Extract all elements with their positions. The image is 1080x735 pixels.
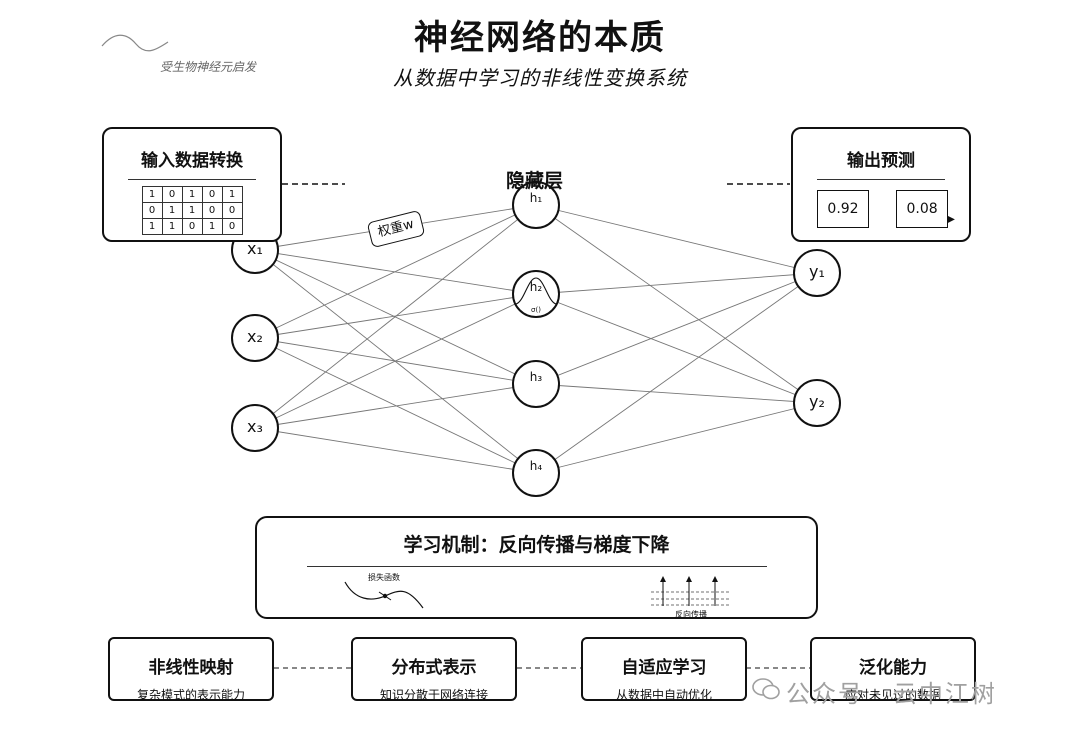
input-hidden-connection bbox=[254, 204, 537, 429]
hidden-output-connection bbox=[535, 293, 818, 404]
input-neuron bbox=[231, 314, 279, 362]
hidden-neuron bbox=[512, 181, 560, 229]
learning-mechanism-box: 学习机制：反向传播与梯度下降 损失函数 反向传播 bbox=[255, 516, 818, 619]
prediction-value-2: 0.08 bbox=[896, 190, 949, 228]
input-hidden-connection bbox=[254, 249, 537, 474]
output-prediction-title: 输出预测 bbox=[847, 151, 915, 171]
hidden-layer-label: 隐藏层 bbox=[506, 170, 564, 192]
hidden-output-connection bbox=[535, 204, 818, 274]
input-neuron bbox=[231, 404, 279, 452]
backprop-arrows-icon bbox=[651, 576, 729, 606]
loss-function-label: 损失函数 bbox=[368, 573, 400, 582]
feature-desc: 知识分散于网络连接 bbox=[379, 688, 488, 702]
hidden-output-connection bbox=[535, 402, 818, 474]
input-hidden-connection bbox=[254, 337, 537, 474]
prediction-value-1: 0.92 bbox=[817, 190, 869, 228]
input-hidden-connection bbox=[254, 427, 537, 474]
feature-desc: 从数据中自动优化 bbox=[615, 688, 712, 702]
output-prediction-box: 输出预测 0.92 0.08 ▶ bbox=[791, 127, 971, 242]
feature-title: 自适应学习 bbox=[621, 658, 707, 678]
hidden-neuron bbox=[512, 449, 560, 497]
hidden-neuron bbox=[512, 270, 560, 318]
bio-inspiration-note: 受生物神经元启发 bbox=[160, 60, 257, 74]
input-hidden-connection bbox=[254, 249, 537, 295]
hidden-output-connection bbox=[535, 272, 818, 295]
output-neuron bbox=[793, 379, 841, 427]
activation-curve bbox=[515, 277, 557, 305]
output-neuron bbox=[793, 249, 841, 297]
activation-label: σ() bbox=[531, 306, 541, 314]
feature-desc: 应对未见过的数据 bbox=[844, 688, 941, 702]
feature-title: 分布式表示 bbox=[391, 658, 477, 678]
feature-desc: 复杂模式的表示能力 bbox=[136, 688, 245, 702]
hidden-output-connection bbox=[535, 383, 818, 404]
hidden-neuron-label: h₃ bbox=[529, 370, 543, 384]
feature-title: 非线性映射 bbox=[148, 658, 234, 678]
feature-generalization: 泛化能力 应对未见过的数据 bbox=[810, 637, 976, 702]
neurons bbox=[231, 181, 841, 497]
watermark: 公众号 · 云中江树 bbox=[786, 680, 997, 708]
page-subtitle: 从数据中学习的非线性变换系统 bbox=[393, 66, 687, 90]
loss-curve-icon bbox=[344, 581, 424, 609]
output-neuron-label: y₂ bbox=[809, 392, 825, 411]
hidden-neuron-label: h₁ bbox=[529, 191, 543, 205]
feature-adaptive-learning: 自适应学习 从数据中自动优化 bbox=[581, 637, 747, 702]
hidden-neuron bbox=[512, 360, 560, 408]
input-hidden-connection bbox=[254, 293, 537, 429]
arrow-icon: ▶ bbox=[947, 214, 955, 225]
feature-title: 泛化能力 bbox=[859, 658, 927, 678]
input-hidden-connection bbox=[254, 383, 537, 429]
input-hidden-connection bbox=[254, 204, 537, 339]
matrix-cell: 0 bbox=[221, 218, 243, 235]
output-neuron-label: y₁ bbox=[809, 262, 825, 281]
hidden-neuron-label: h₄ bbox=[529, 459, 543, 473]
input-neuron-label: x₂ bbox=[247, 327, 263, 346]
learning-mechanism-title: 学习机制：反向传播与梯度下降 bbox=[403, 534, 670, 556]
neuron-wave-icon bbox=[101, 34, 169, 52]
wechat-icon bbox=[752, 678, 780, 704]
page-title: 神经网络的本质 bbox=[414, 18, 666, 58]
input-neuron-label: x₃ bbox=[247, 417, 263, 436]
backprop-label: 反向传播 bbox=[675, 610, 707, 619]
input-transform-title: 输入数据转换 bbox=[141, 151, 243, 171]
input-neuron-label: x₁ bbox=[247, 239, 263, 258]
hidden-output-connection bbox=[535, 272, 818, 474]
hidden-output-connection bbox=[535, 204, 818, 404]
feature-distributed-representation: 分布式表示 知识分散于网络连接 bbox=[351, 637, 517, 702]
hidden-output-connection bbox=[535, 272, 818, 385]
hidden-neuron-label: h₂ bbox=[529, 280, 543, 294]
feature-nonlinear-mapping: 非线性映射 复杂模式的表示能力 bbox=[108, 637, 274, 702]
